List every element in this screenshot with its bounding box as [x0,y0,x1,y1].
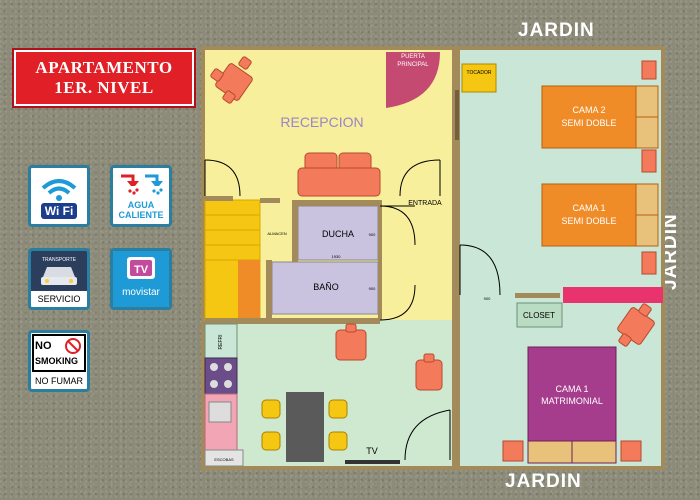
master-bed-line-2: MATRIMONIAL [541,396,603,406]
window-marks [455,90,459,140]
entrance-label: ENTRADA [408,200,442,207]
closet [516,302,563,328]
tv-stand [345,460,400,464]
transport-caption: TRANSPORTE [42,257,77,263]
hot-water-line-1: AGUA [128,200,155,210]
door-leaves [204,160,461,460]
storage-label: ALMACEN [267,231,286,236]
shower-label: DUCHA [322,229,354,239]
master-bed [502,346,642,464]
no-smoking-card: NO SMOKING NO FUMAR [28,330,90,392]
tv-label: movistar [122,287,160,298]
garden-label-top: JARDIN [518,20,595,41]
main-door-line-2: PRINCIPAL [397,62,429,68]
bedroom-armchair [617,303,655,347]
no-smoking-line-1: NO [35,340,52,352]
armchair [210,56,253,104]
transport-label: SERVICIO [38,294,81,304]
dimension-label-4: 900 [484,296,491,301]
bed-1-line-2: SEMI DOBLE [561,216,616,226]
broom-closet [204,449,244,467]
lounge-chair-1 [335,323,367,361]
no-smoking-line-2: SMOKING [35,356,78,366]
stove-burners [210,363,232,388]
car-icon: TRANSPORTE SERVICIO [31,251,87,304]
no-smoking-icon: NO SMOKING NO FUMAR [32,334,86,386]
stair-steps [205,214,260,261]
shower-room [297,205,379,261]
dimension-label-2: 900 [369,232,376,237]
wifi-card: Wi Fi [28,165,90,227]
title-line-2: 1ER. NIVEL [54,78,154,97]
transport-card: TRANSPORTE SERVICIO [28,248,90,310]
brooms-label: ESCOBAS [214,457,234,462]
wardrobe-rail [563,287,663,303]
dimension-label-3: 900 [369,286,376,291]
garden-label-bottom: JARDIN [505,471,582,492]
bathroom-label: BAÑO [313,282,339,292]
lounge-chair-2 [415,353,443,391]
dimension-label-1: 1930 [332,254,342,259]
bed-2-line-1: CAMA 2 [572,105,605,115]
fridge [204,323,238,359]
dining-chairs [261,399,348,451]
main-door[interactable] [386,52,440,108]
tv-card: TV movistar [110,248,172,310]
title-box: APARTAMENTO 1ER. NIVEL [14,50,194,106]
no-smoking-label: NO FUMAR [35,376,83,386]
sofa [297,152,381,197]
tv-icon: TV movistar [113,251,169,307]
main-door-line-1: PUERTA [401,54,425,60]
title-line-1: APARTAMENTO [35,58,173,77]
reception-label: RECEPCION [280,114,363,130]
wifi-icon: Wi Fi [41,179,77,219]
fridge-label: REFRI [218,335,224,350]
stove [204,357,238,395]
bed-2 [541,60,659,173]
master-bed-line-1: CAMA 1 [555,384,588,394]
bed-1-line-1: CAMA 1 [572,203,605,213]
closet-label: CLOSET [523,311,555,320]
tv-label: TV [366,446,378,456]
bed-1 [541,183,659,275]
tv-logo: TV [134,264,149,276]
dining-table [286,392,324,462]
shower-heads-icon: AGUA CALIENTE [119,174,164,220]
stair-landing [238,260,260,320]
sink [208,401,232,423]
interior-walls [205,50,560,468]
dresser [461,63,497,93]
wifi-label: Wi Fi [45,204,74,218]
bed-2-line-2: SEMI DOBLE [561,118,616,128]
dresser-label: TOCADOR [467,70,492,76]
hot-water-line-2: CALIENTE [119,210,164,220]
hot-water-card: AGUA CALIENTE [110,165,172,227]
